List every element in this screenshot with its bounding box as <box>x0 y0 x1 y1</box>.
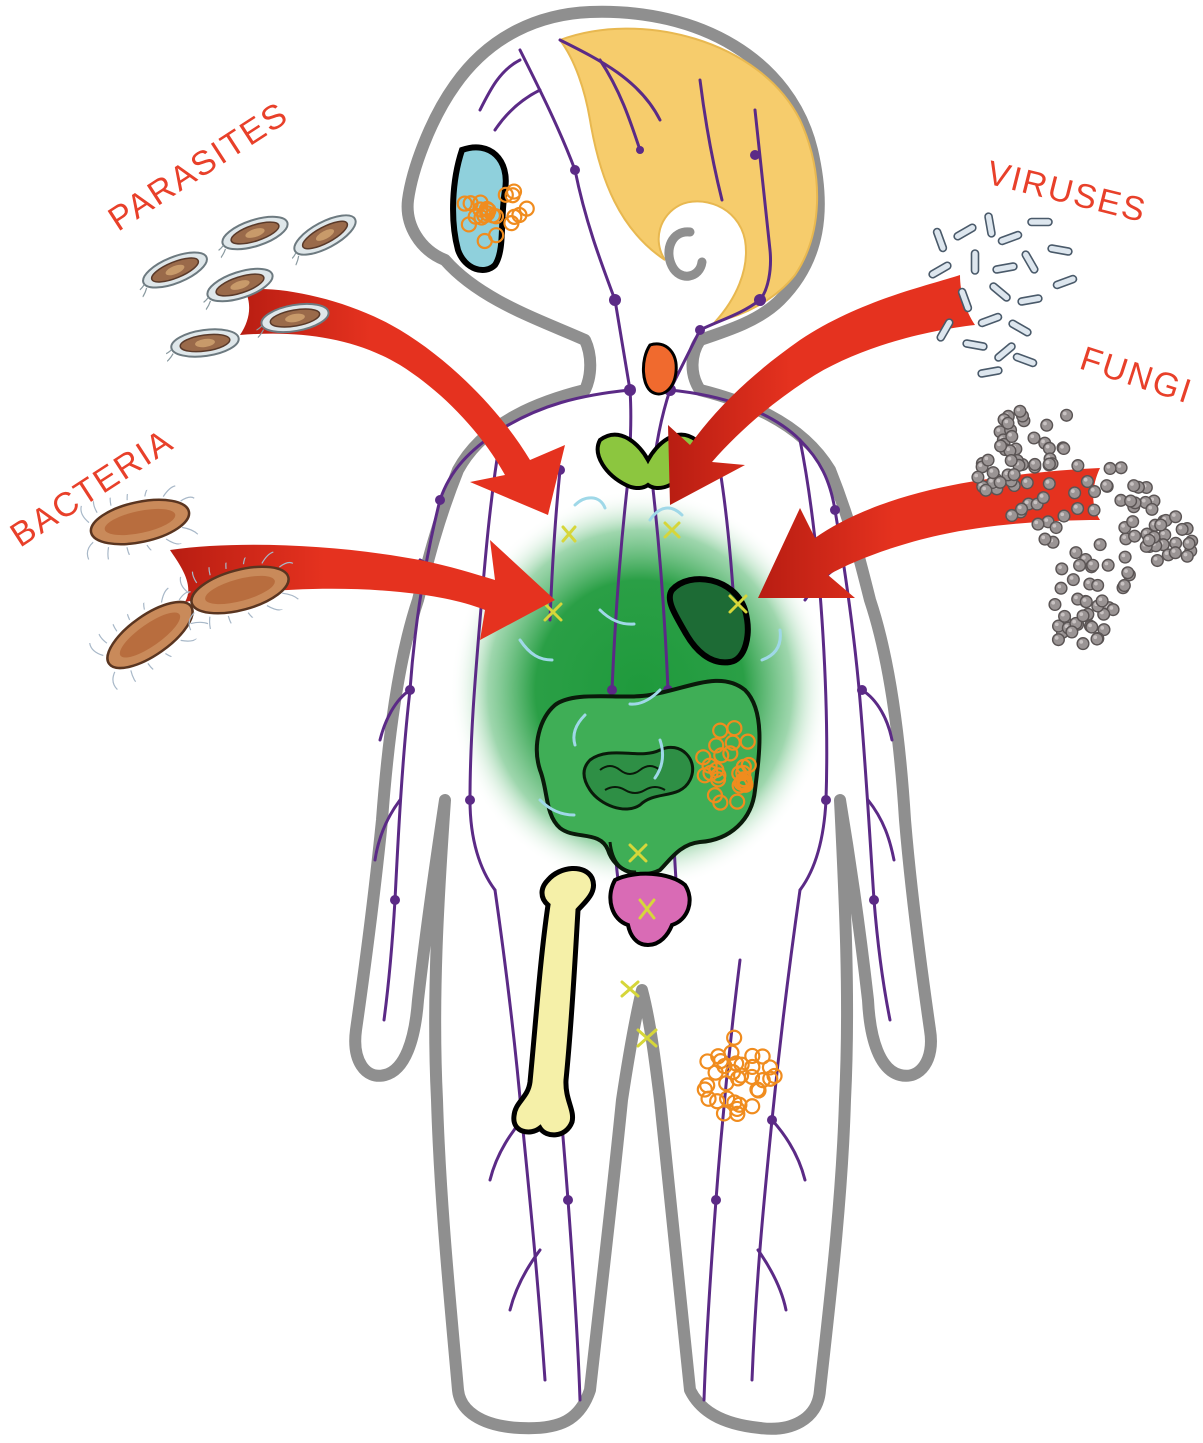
fungus-spore-icon <box>1059 611 1071 623</box>
fungus-spore-icon <box>1061 409 1073 421</box>
fungus-spore-icon <box>1170 547 1182 559</box>
fungus-icon <box>972 405 1197 649</box>
fungus-spore-icon <box>1127 516 1139 528</box>
parasite-icon <box>124 245 213 303</box>
fungus-spore-icon <box>1055 582 1067 594</box>
fungus-spore-icon <box>1074 559 1086 571</box>
fungus-spore-icon <box>1102 559 1114 571</box>
label-viruses: VIRUSES <box>983 154 1151 230</box>
parasite-icon <box>154 325 241 365</box>
virus-icon <box>1028 219 1052 226</box>
virus-icon <box>928 261 952 279</box>
fungus-spore-icon <box>1041 419 1053 431</box>
fungus-spore-icon <box>1086 621 1098 633</box>
fungus-spore-icon <box>1094 539 1106 551</box>
fungus-spore-icon <box>1028 432 1040 444</box>
fungus-spore-icon <box>1104 463 1116 475</box>
fungus-spore-icon <box>980 484 992 496</box>
fungus-spore-icon <box>1002 417 1014 429</box>
virus-icon <box>933 228 948 253</box>
fungus-spore-icon <box>994 477 1006 489</box>
fungus-spore-icon <box>1069 487 1081 499</box>
virus-icon <box>1048 244 1073 255</box>
fungus-spore-icon <box>1128 480 1140 492</box>
fungus-spore-icon <box>1029 459 1041 471</box>
fungus-spore-icon <box>1170 511 1182 523</box>
fungus-spore-icon <box>1050 522 1062 534</box>
parasite-icon <box>275 208 363 273</box>
fungus-spore-icon <box>1096 595 1108 607</box>
virus-icon <box>984 213 995 238</box>
virus-icon <box>1008 319 1032 337</box>
fungus-spore-icon <box>1115 462 1127 474</box>
virus-icon <box>1018 294 1043 305</box>
fungus-spore-icon <box>972 471 984 483</box>
fungus-spore-icon <box>1008 469 1020 481</box>
fungus-spore-icon <box>1152 555 1164 567</box>
fungus-spore-icon <box>1032 518 1044 530</box>
virus-icon <box>994 342 1017 363</box>
virus-icon <box>1053 275 1078 290</box>
virus-icon <box>963 339 988 350</box>
fungus-spore-icon <box>1058 510 1070 522</box>
fungus-spore-icon <box>1119 551 1131 563</box>
fungus-spore-icon <box>1143 534 1155 546</box>
virus-icon <box>972 250 979 274</box>
virus-icon <box>989 282 1012 303</box>
fungus-spore-icon <box>1129 530 1141 542</box>
label-fungi: FUNGI <box>1076 339 1198 411</box>
fungus-spore-icon <box>1043 478 1055 490</box>
virus-icon <box>978 366 1003 377</box>
fungus-spore-icon <box>1072 460 1084 472</box>
fungus-spore-icon <box>1125 495 1137 507</box>
fungus-spore-icon <box>1016 503 1028 515</box>
virus-icon <box>993 262 1018 273</box>
fungus-spore-icon <box>1066 626 1078 638</box>
parasite-icon <box>124 208 363 366</box>
fungus-spore-icon <box>1049 599 1061 611</box>
fungus-spore-icon <box>1155 519 1167 531</box>
fungus-spore-icon <box>1077 638 1089 650</box>
fungus-spore-icon <box>1080 596 1092 608</box>
fungus-spore-icon <box>1077 610 1089 622</box>
fungus-spore-icon <box>1088 504 1100 516</box>
fungus-spore-icon <box>1091 633 1103 645</box>
fungus-spore-icon <box>1087 559 1099 571</box>
fungus-spore-icon <box>1101 480 1113 492</box>
fungus-spore-icon <box>1146 504 1158 516</box>
fungus-spore-icon <box>1038 492 1050 504</box>
fungus-spore-icon <box>1021 477 1033 489</box>
fungus-spore-icon <box>1082 476 1094 488</box>
fungus-spore-icon <box>982 454 994 466</box>
fungus-spore-icon <box>1068 574 1080 586</box>
fungus-spore-icon <box>1072 503 1084 515</box>
fungus-spore-icon <box>1044 458 1056 470</box>
virus-icon <box>978 313 1003 328</box>
fungus-spore-icon <box>995 440 1007 452</box>
fungus-spore-icon <box>1056 563 1068 575</box>
virus-icon <box>953 223 977 241</box>
fungus-spore-icon <box>1014 405 1026 417</box>
virus-icon <box>998 231 1023 246</box>
thyroid <box>643 344 676 394</box>
fungus-spore-icon <box>1122 567 1134 579</box>
fungus-spore-icon <box>1053 634 1065 646</box>
fungus-spore-icon <box>1005 455 1017 467</box>
parasite-icon <box>203 210 292 264</box>
fungus-spore-icon <box>1058 443 1070 455</box>
fungus-spore-icon <box>1006 431 1018 443</box>
fungus-spore-icon <box>1181 550 1193 562</box>
fungus-spore-icon <box>1176 524 1188 536</box>
fungus-spore-icon <box>1183 538 1195 550</box>
fungus-spore-icon <box>1092 580 1104 592</box>
fungus-spore-icon <box>1119 580 1131 592</box>
fungus-spore-icon <box>1089 486 1101 498</box>
virus-icon <box>1021 250 1039 274</box>
fungus-spore-icon <box>1039 533 1051 545</box>
virus-icon <box>1013 353 1038 368</box>
